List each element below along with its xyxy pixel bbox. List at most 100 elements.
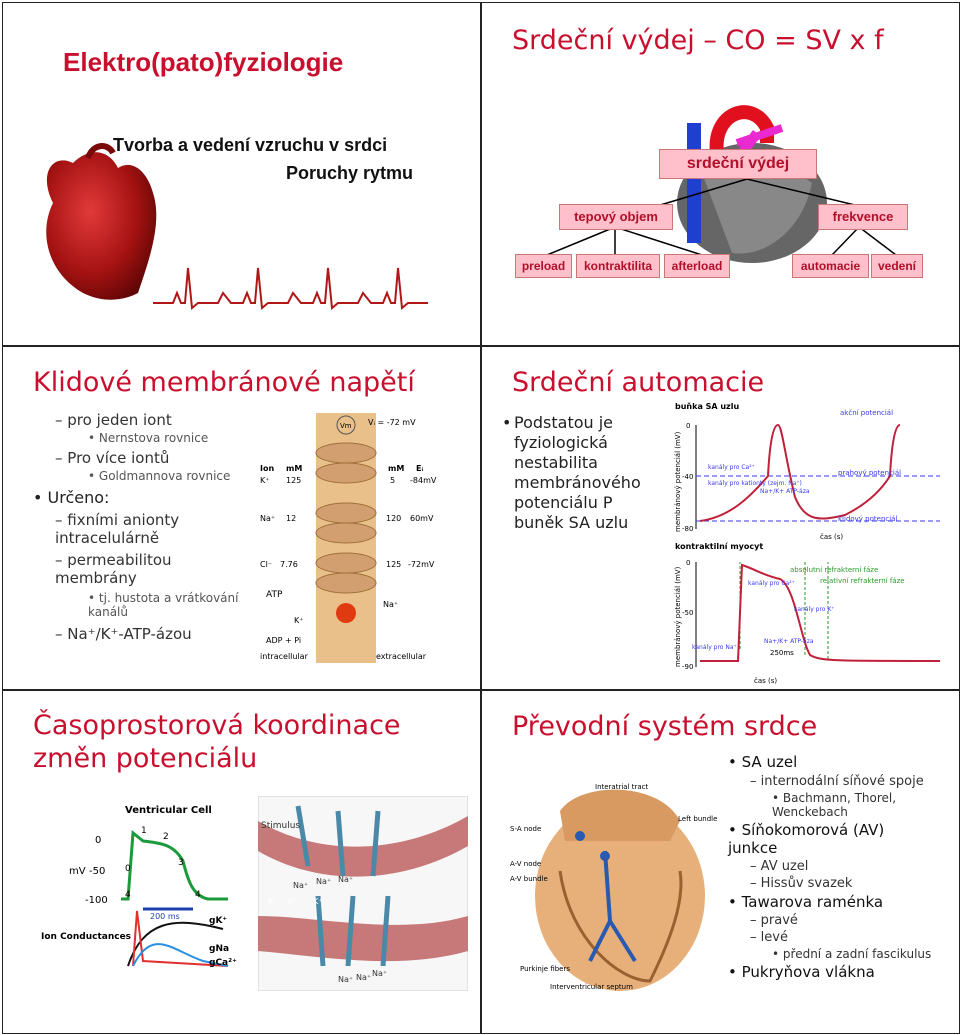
ventricular-cell-figure: Ventricular Cell 0 mV -50 -100 1 2 3 0 4… — [41, 805, 237, 968]
tick-0: 0 — [95, 835, 101, 846]
k-1: K⁺ — [268, 897, 277, 906]
bullet-jeden-iont: pro jeden iont — [33, 411, 243, 429]
ann-klidovy: klidový potenciál — [838, 515, 897, 523]
k-out: 5 — [390, 476, 395, 485]
ion-na: Na⁺ — [260, 514, 275, 523]
bullet-goldmann: Goldmannova rovnice — [33, 469, 243, 483]
slide-srdecni-automacie: Srdeční automacie • Podstatou je fyziolo… — [481, 346, 960, 690]
g-ca: gCa²⁺ — [209, 958, 237, 968]
na-b3: Na⁺ — [372, 969, 387, 978]
col-mm: mM — [286, 464, 302, 473]
na-3: Na⁺ — [338, 875, 353, 884]
k-2: K⁺ — [288, 897, 297, 906]
ann-ca: kanály pro Ca²⁺ — [708, 464, 755, 471]
box-frekvence: frekvence — [818, 204, 908, 230]
slide1-line2: Poruchy rytmu — [286, 163, 414, 183]
tick-50: -50 — [89, 866, 105, 877]
top-ylabel: membránový potenciál (mV) — [674, 431, 682, 532]
phase-3: 3 — [178, 858, 184, 868]
cl-e: -72mV — [408, 560, 435, 569]
gca-curve — [132, 943, 229, 967]
lbl-interatrial: Interatrial tract — [595, 783, 649, 791]
g-na: gNa — [209, 944, 229, 954]
tick: -80 — [682, 525, 693, 533]
na-2: Na⁺ — [316, 877, 331, 886]
na-b1: Na⁺ — [338, 975, 353, 984]
col-mm2: mM — [388, 464, 404, 473]
pump-icon — [336, 603, 356, 623]
k-label: K⁺ — [294, 616, 303, 625]
na-out: 120 — [386, 514, 401, 523]
action-potential-charts: buňka SA uzlu kontraktilní myocyt membrá… — [674, 402, 941, 685]
top-label: buňka SA uzlu — [675, 402, 739, 411]
lbl-sa-node: S-A node — [510, 825, 541, 833]
lbl-left-bundle: Left bundle branch — [678, 815, 720, 823]
slide4-bullet: • Podstatou je fyziologická nestabilita … — [502, 413, 649, 533]
slide-srdecni-vydej: Srdeční výdej – CO = SV x f srdeční výde… — [481, 2, 960, 346]
ann-k: kanály pro K⁺ — [794, 606, 834, 613]
lbl-septum: Interventricular septum — [550, 983, 633, 991]
bullet-atpaza: Na⁺/K⁺-ATP-ázou — [33, 625, 243, 643]
k-e: -84mV — [410, 476, 437, 485]
g-k: gK⁺ — [209, 916, 227, 926]
myocyte-ap — [700, 563, 941, 662]
ann-rel: relativní refrakterní fáze — [820, 577, 905, 585]
bullet-hiss: Hissův svazek — [728, 876, 948, 891]
cl-out: 125 — [386, 560, 401, 569]
bullet-permeabilita: permeabilitou membrány — [33, 551, 243, 587]
extra-label: extracellular — [376, 652, 427, 661]
lbl-purkinje: Purkinje fibers — [520, 965, 570, 973]
bullet-av-junkce: Síňokomorová (AV) junkce — [728, 821, 898, 857]
bullet-leve: levé — [728, 930, 948, 945]
bullet-internodalni: internodální síňové spoje — [728, 774, 948, 789]
bullet-bachmann: Bachmann, Thorel, Wenckebach — [728, 791, 922, 819]
phase-4a: 4 — [125, 890, 131, 900]
aorta — [709, 105, 774, 154]
slide4-title: Srdeční automacie — [512, 367, 765, 398]
conduction-system-figure: Interatrial tract S-A node A-V node A-V … — [510, 783, 720, 991]
slide-casoprostorova: Časoprostorová koordinace změn potenciál… — [2, 690, 481, 1034]
na-in: 12 — [286, 514, 296, 523]
sa-node-icon — [575, 831, 585, 841]
vena-cava — [687, 123, 701, 243]
slide2-title: Srdeční výdej – CO = SV x f — [512, 25, 884, 56]
ann-ca2: kanály pro Ca²⁺ — [748, 580, 795, 587]
adp-label: ADP + Pi — [266, 636, 301, 645]
bullet-hustota: tj. hustota a vrátkování kanálů — [33, 591, 243, 619]
slide1-line1: Tvorba a vedení vzruchu v srdci — [113, 135, 388, 155]
k-3: K⁺ — [313, 897, 322, 906]
lbl-av-bundle: A-V bundle — [510, 875, 548, 883]
tick: 0 — [686, 422, 690, 430]
box-srdecni-vydej: srdeční výdej — [659, 149, 817, 179]
na-e: 60mV — [410, 514, 434, 523]
membrane-channels-figure: Stimulus Na⁺ Na⁺ Na⁺ K⁺ K⁺ K⁺ Na⁺ Na⁺ Na… — [258, 796, 468, 991]
cl-in: 7.76 — [280, 560, 298, 569]
na-1: Na⁺ — [293, 881, 308, 890]
fig-title: Ventricular Cell — [125, 805, 212, 816]
heart-ecg-illustration — [46, 143, 428, 310]
slide5-title: Časoprostorová koordinace změn potenciál… — [33, 710, 401, 774]
box-afterload: afterload — [664, 254, 730, 278]
slide-prevodni-system: Převodní systém srdce Interatrial tract … — [481, 690, 960, 1034]
col-e: Eᵢ — [416, 464, 423, 473]
k-in: 125 — [286, 476, 301, 485]
bottom-ylabel: membránový potenciál (mV) — [674, 566, 682, 667]
heart-icon — [46, 152, 157, 300]
slide-klidove-napeti: Klidové membránové napětí pro jeden iont… — [2, 346, 481, 690]
slide6-title: Převodní systém srdce — [512, 711, 818, 742]
slide-elektrofyziologie: Elektro(pato)fyziologie Tvorba a vedení … — [2, 2, 481, 346]
ann-250ms: 250ms — [770, 649, 794, 657]
slide3-title: Klidové membránové napětí — [33, 367, 415, 398]
ion-k: K⁺ — [260, 476, 269, 485]
bottom-label: kontraktilní myocyt — [675, 542, 763, 551]
box-preload: preload — [515, 254, 572, 278]
ann-na: kanály pro Na⁺ — [692, 644, 737, 651]
av-node-icon — [600, 851, 610, 861]
bullet-podstatou: Podstatou je fyziologická nestabilita me… — [514, 413, 641, 532]
bullet-vice-iontu: Pro více iontů — [33, 449, 243, 467]
bullet-nernst: Nernstova rovnice — [33, 431, 243, 445]
bullet-prave: pravé — [728, 913, 948, 928]
ann-prahovy: prahový potenciál — [838, 469, 901, 477]
ecg-trace — [153, 267, 428, 310]
ion-cl: Cl⁻ — [260, 560, 272, 569]
